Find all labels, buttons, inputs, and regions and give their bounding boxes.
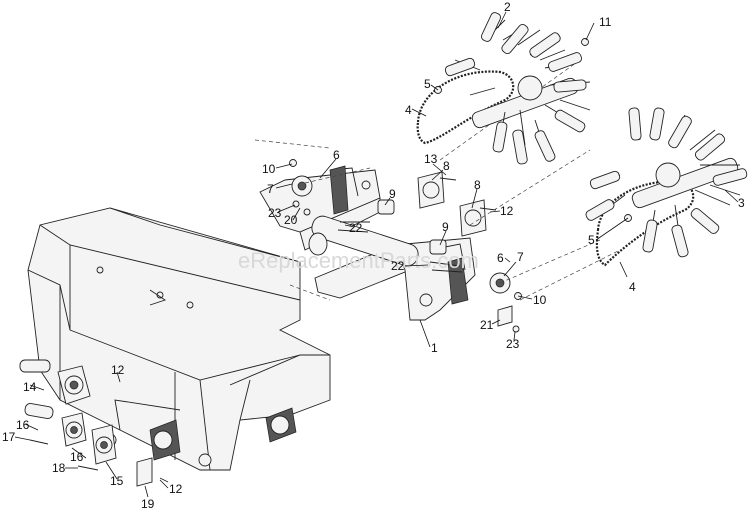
callout-21: 21 (480, 318, 494, 332)
bearing-flange-left (19, 359, 169, 487)
callout-8-lower: 8 (474, 178, 481, 192)
callout-2: 2 (504, 0, 511, 14)
callout-23-right: 23 (506, 337, 520, 351)
callout-10-right: 10 (533, 293, 547, 307)
callout-22-lower: 22 (391, 259, 405, 273)
housing-body (27, 207, 331, 471)
tine-assembly-lower (585, 107, 748, 267)
callout-12-center: 12 (500, 204, 514, 218)
callout-7-left: 7 (267, 182, 274, 196)
callout-17: 17 (2, 430, 16, 444)
callout-15: 15 (110, 474, 124, 488)
callout-8-upper: 8 (443, 159, 450, 173)
callout-10-left: 10 (262, 162, 276, 176)
callout-18: 18 (52, 461, 66, 475)
callout-6-left: 6 (333, 148, 340, 162)
callout-23-left: 23 (268, 206, 282, 220)
callout-1: 1 (431, 341, 438, 355)
callout-12-left: 12 (111, 363, 125, 377)
callout-16-upper: 16 (16, 418, 30, 432)
callout-12-bottom: 12 (169, 482, 183, 496)
callout-4-lower: 4 (629, 280, 636, 294)
callout-22-upper: 22 (349, 221, 363, 235)
callout-3: 3 (738, 196, 745, 210)
callout-5-upper: 5 (424, 77, 431, 91)
callout-4-upper: 4 (405, 103, 412, 117)
callout-11: 11 (599, 15, 612, 29)
callout-16-lower: 16 (70, 450, 84, 464)
callout-13: 13 (424, 152, 438, 166)
callout-9-lower: 9 (442, 220, 449, 234)
callout-19: 19 (141, 497, 155, 511)
callout-6-right: 6 (497, 251, 504, 265)
callout-14: 14 (23, 380, 37, 394)
leader-lines (14, 11, 739, 498)
tine-assembly-upper (416, 12, 591, 165)
callout-20: 20 (284, 213, 298, 227)
callout-9-upper: 9 (389, 187, 396, 201)
callout-5-lower: 5 (588, 233, 595, 247)
callout-7-right: 7 (517, 250, 524, 264)
mounting-bracket (259, 167, 476, 321)
watermark-text: eReplacementParts.com (238, 248, 479, 273)
